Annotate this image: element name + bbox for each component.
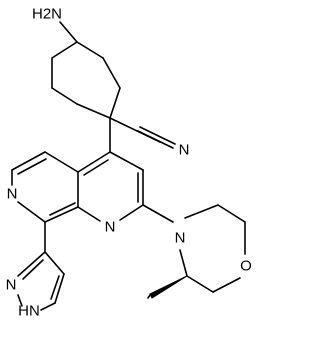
amine-bond <box>59 21 78 43</box>
morpholine-o-label: O <box>240 258 252 275</box>
nitrile-n-label: N <box>179 142 190 159</box>
pyrazole-n-label: N <box>6 277 17 294</box>
molecule-diagram: H2N N N N N O N HN <box>6 6 252 320</box>
pyridine-n-left-label: N <box>7 186 18 203</box>
structure-drawing: H2N N N N N O N HN <box>6 6 252 320</box>
pyrazole-ring <box>17 251 65 311</box>
pyrazole-nh-label: HN <box>18 303 40 320</box>
amine-label: H2N <box>32 6 62 23</box>
morpholine-link-bond <box>142 204 174 223</box>
methyl-wedge-bond <box>149 275 188 299</box>
right-pyridine-ring <box>77 151 144 222</box>
nitrile-group <box>109 117 176 149</box>
pyridine-n-center-label: N <box>105 219 116 236</box>
morpholine-n-label: N <box>175 230 186 247</box>
left-pyridine-ring <box>11 151 79 223</box>
cyclohexane-ring <box>51 41 121 119</box>
morpholine-ring <box>179 204 246 293</box>
